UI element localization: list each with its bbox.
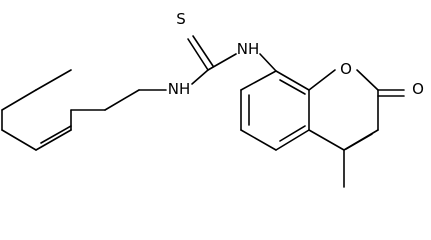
bond-benzene-1 xyxy=(275,70,310,91)
carbonyl-oxygen-label: O xyxy=(412,80,424,98)
ring-oxygen-label: O xyxy=(340,60,352,78)
bond-pyranone-c3-c4 xyxy=(308,129,345,151)
bond-benzene-6 xyxy=(240,70,277,91)
sulfur-label: S xyxy=(176,10,186,28)
bond-cyclohexene-1 xyxy=(35,69,72,91)
bond-pyranone-o-c xyxy=(356,69,379,91)
nh-right-label: NH xyxy=(237,40,260,58)
bond-cyclohexene-double-inner xyxy=(40,125,72,144)
bond-cyclohexene-2 xyxy=(1,89,37,111)
bond-benzene-4 xyxy=(240,129,277,151)
bond-ch2-ch2 xyxy=(104,89,140,111)
bonds xyxy=(1,35,405,188)
bond-benzene-inner-a xyxy=(279,79,306,95)
bond-cyclohexene-5 xyxy=(35,129,72,151)
bond-pyranone-c-o xyxy=(308,69,336,91)
bond-benzene-3 xyxy=(275,129,310,151)
molecule-diagram: S NH NH O O xyxy=(1,10,424,188)
atom-labels: S NH NH O O xyxy=(168,10,424,98)
bond-c-to-s-a xyxy=(187,38,209,71)
bond-nh-to-c xyxy=(191,69,209,85)
bond-benzene-inner-b xyxy=(279,125,306,142)
bond-pyranone-inner xyxy=(345,133,373,150)
bond-c-to-nh xyxy=(207,53,237,71)
bond-cyclohexene-4 xyxy=(1,129,37,151)
bond-c-to-s-b xyxy=(192,35,214,67)
bond-nh-to-ring xyxy=(259,53,277,72)
nh-left-label: NH xyxy=(168,80,191,98)
